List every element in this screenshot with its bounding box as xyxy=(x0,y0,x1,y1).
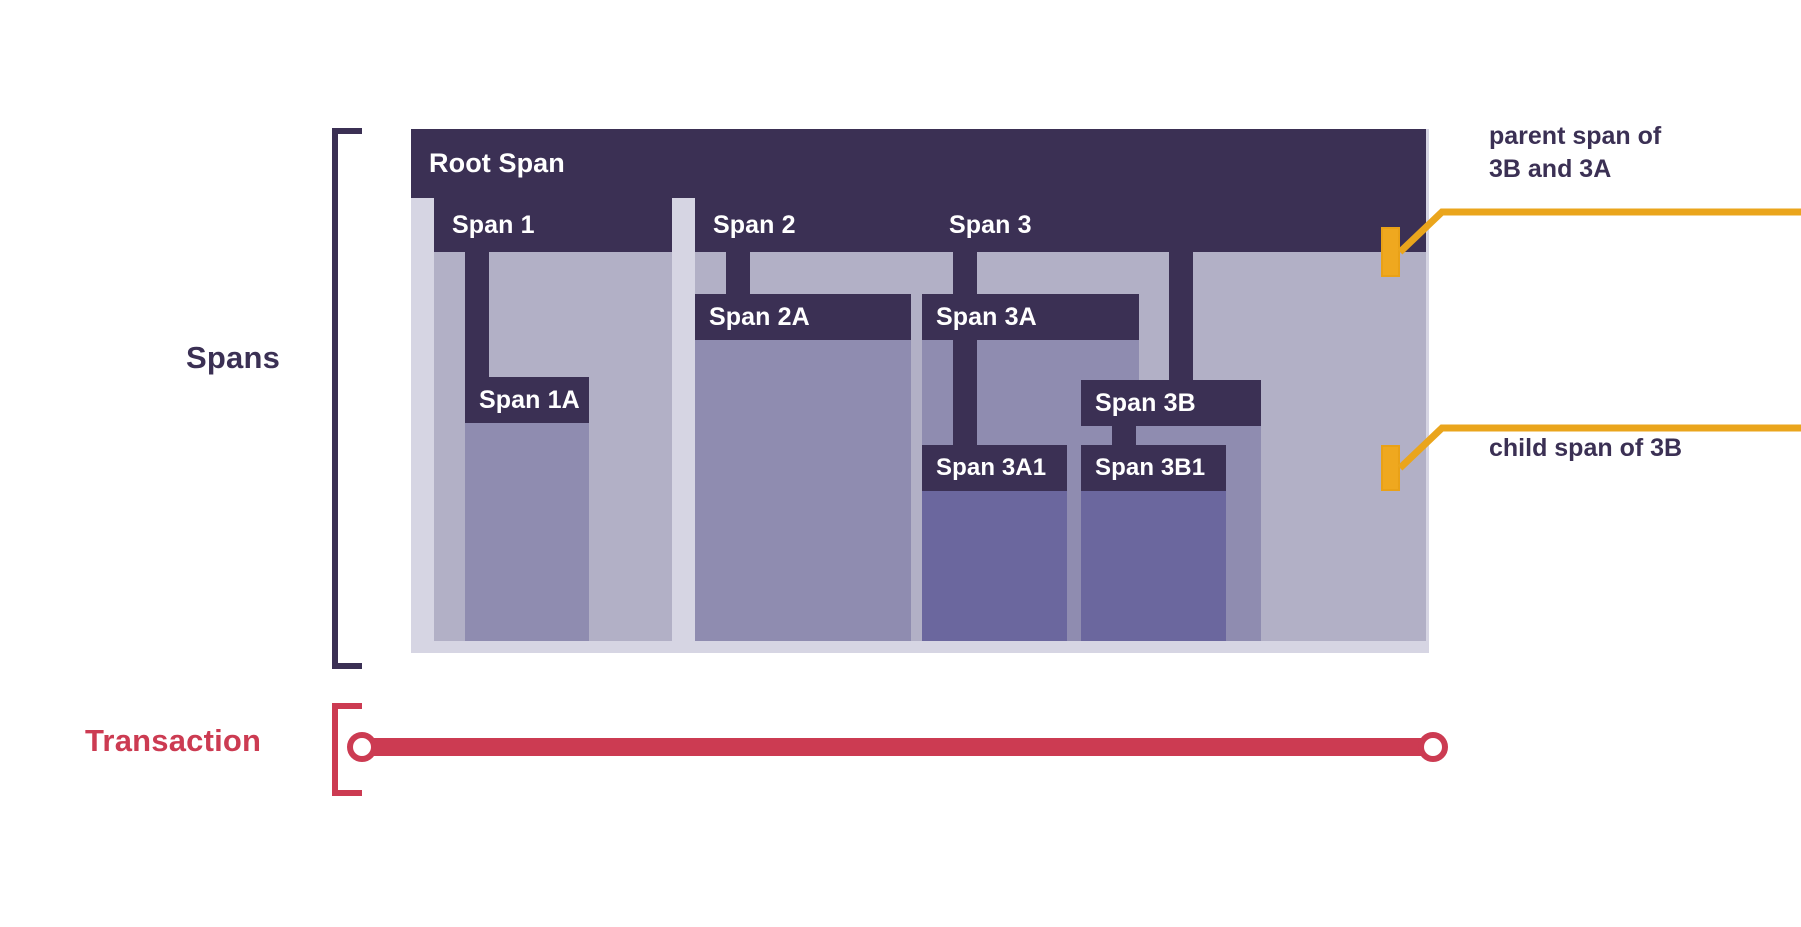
span-3b1-label: Span 3B1 xyxy=(1081,445,1226,491)
span-1a[interactable]: Span 1A xyxy=(465,377,589,423)
span-1[interactable]: Span 1 xyxy=(434,198,672,252)
span1a-body xyxy=(465,400,589,641)
transaction-start-marker xyxy=(347,732,377,762)
connector-span1-to-span1a xyxy=(465,252,489,400)
span-3b-label: Span 3B xyxy=(1081,380,1261,426)
parent-span-marker-icon xyxy=(1381,227,1400,277)
span-3b[interactable]: Span 3B xyxy=(1081,380,1261,426)
span-3-label: Span 3 xyxy=(922,198,1426,252)
transaction-duration-bar xyxy=(360,738,1432,756)
connector-span3-to-span3b xyxy=(1169,252,1193,380)
span-2a-label: Span 2A xyxy=(695,294,911,340)
span-1a-label: Span 1A xyxy=(465,377,589,423)
span-1-label: Span 1 xyxy=(434,198,672,252)
span-3a[interactable]: Span 3A xyxy=(922,294,1139,340)
transaction-end-marker xyxy=(1418,732,1448,762)
span-3a1-label: Span 3A1 xyxy=(922,445,1067,491)
span-2-label: Span 2 xyxy=(695,198,933,252)
transaction-bracket xyxy=(332,703,362,796)
span-3[interactable]: Span 3 xyxy=(922,198,1426,252)
child-span-marker-icon xyxy=(1381,445,1400,491)
span-3b1[interactable]: Span 3B1 xyxy=(1081,445,1226,491)
connector-span3a-to-span3a1 xyxy=(953,340,977,445)
annotation-child-span: child span of 3B xyxy=(1489,434,1683,462)
span-3a1[interactable]: Span 3A1 xyxy=(922,445,1067,491)
span-3a-label: Span 3A xyxy=(922,294,1139,340)
connector-span2-to-span2a xyxy=(726,252,750,294)
annotation-parent-span: parent span of 3B and 3A xyxy=(1489,122,1662,183)
span-root-label: Root Span xyxy=(411,129,1426,198)
transaction-group-label: Transaction xyxy=(85,723,262,758)
span-2[interactable]: Span 2 xyxy=(695,198,933,252)
span-root[interactable]: Root Span xyxy=(411,129,1426,198)
span-tree-container: Root Span Span 1 Span 1A Span 2 Span 2A xyxy=(411,129,1429,653)
spans-bracket xyxy=(332,128,362,669)
span-2a[interactable]: Span 2A xyxy=(695,294,911,340)
connector-span3-to-span3a xyxy=(953,252,977,294)
span2a-body xyxy=(695,294,911,641)
spans-group-label: Spans xyxy=(186,340,281,375)
